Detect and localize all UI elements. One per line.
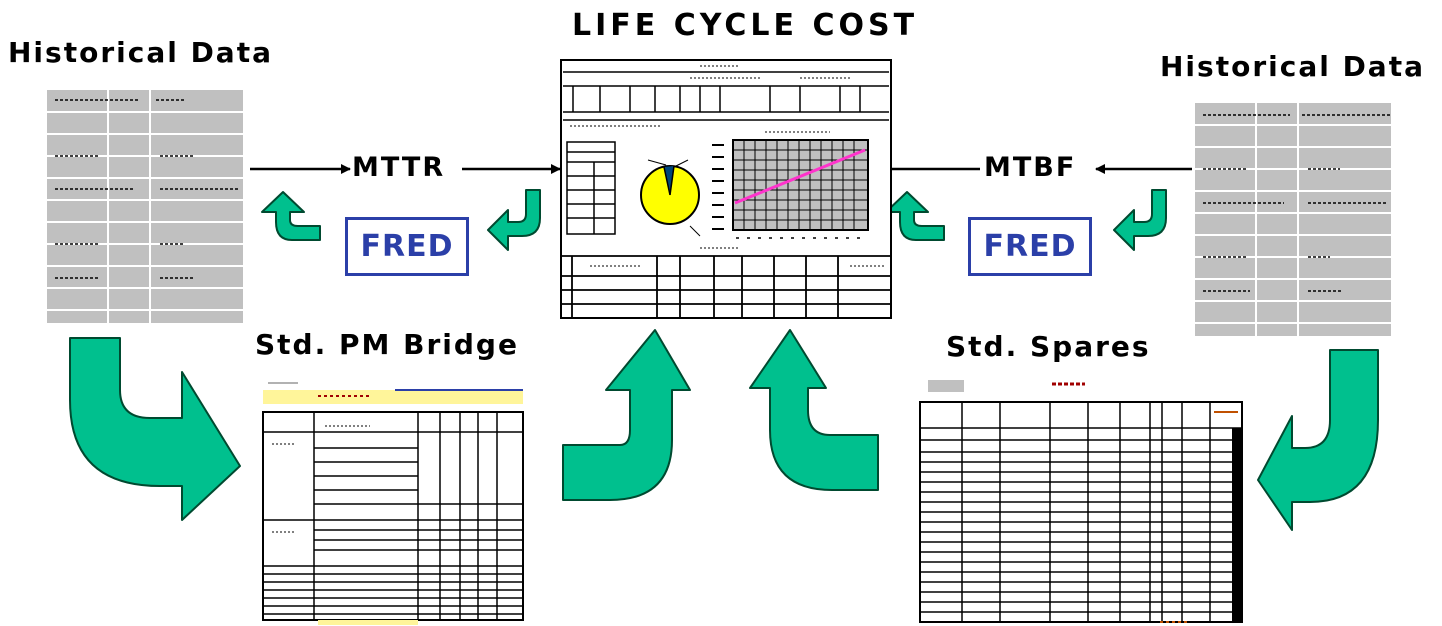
historical-data-sheet-right [1195,103,1391,336]
historical-data-sheet-left [47,90,243,323]
feedback-arrow-right-1 [886,192,944,240]
spares-form [920,380,1242,622]
pm-bridge-form [263,383,523,625]
life-cycle-cost-report [561,60,891,318]
big-arrow-spares-to-lcc [750,330,878,490]
feedback-arrow-left-1 [262,192,320,240]
lcc-line-chart [712,140,868,238]
feedback-arrow-left-2 [488,190,540,250]
feedback-arrow-right-2 [1114,190,1166,250]
big-arrow-to-spares [1258,350,1378,530]
big-arrow-to-pm-bridge [70,338,240,520]
big-arrow-pm-bridge-to-lcc [563,330,690,500]
